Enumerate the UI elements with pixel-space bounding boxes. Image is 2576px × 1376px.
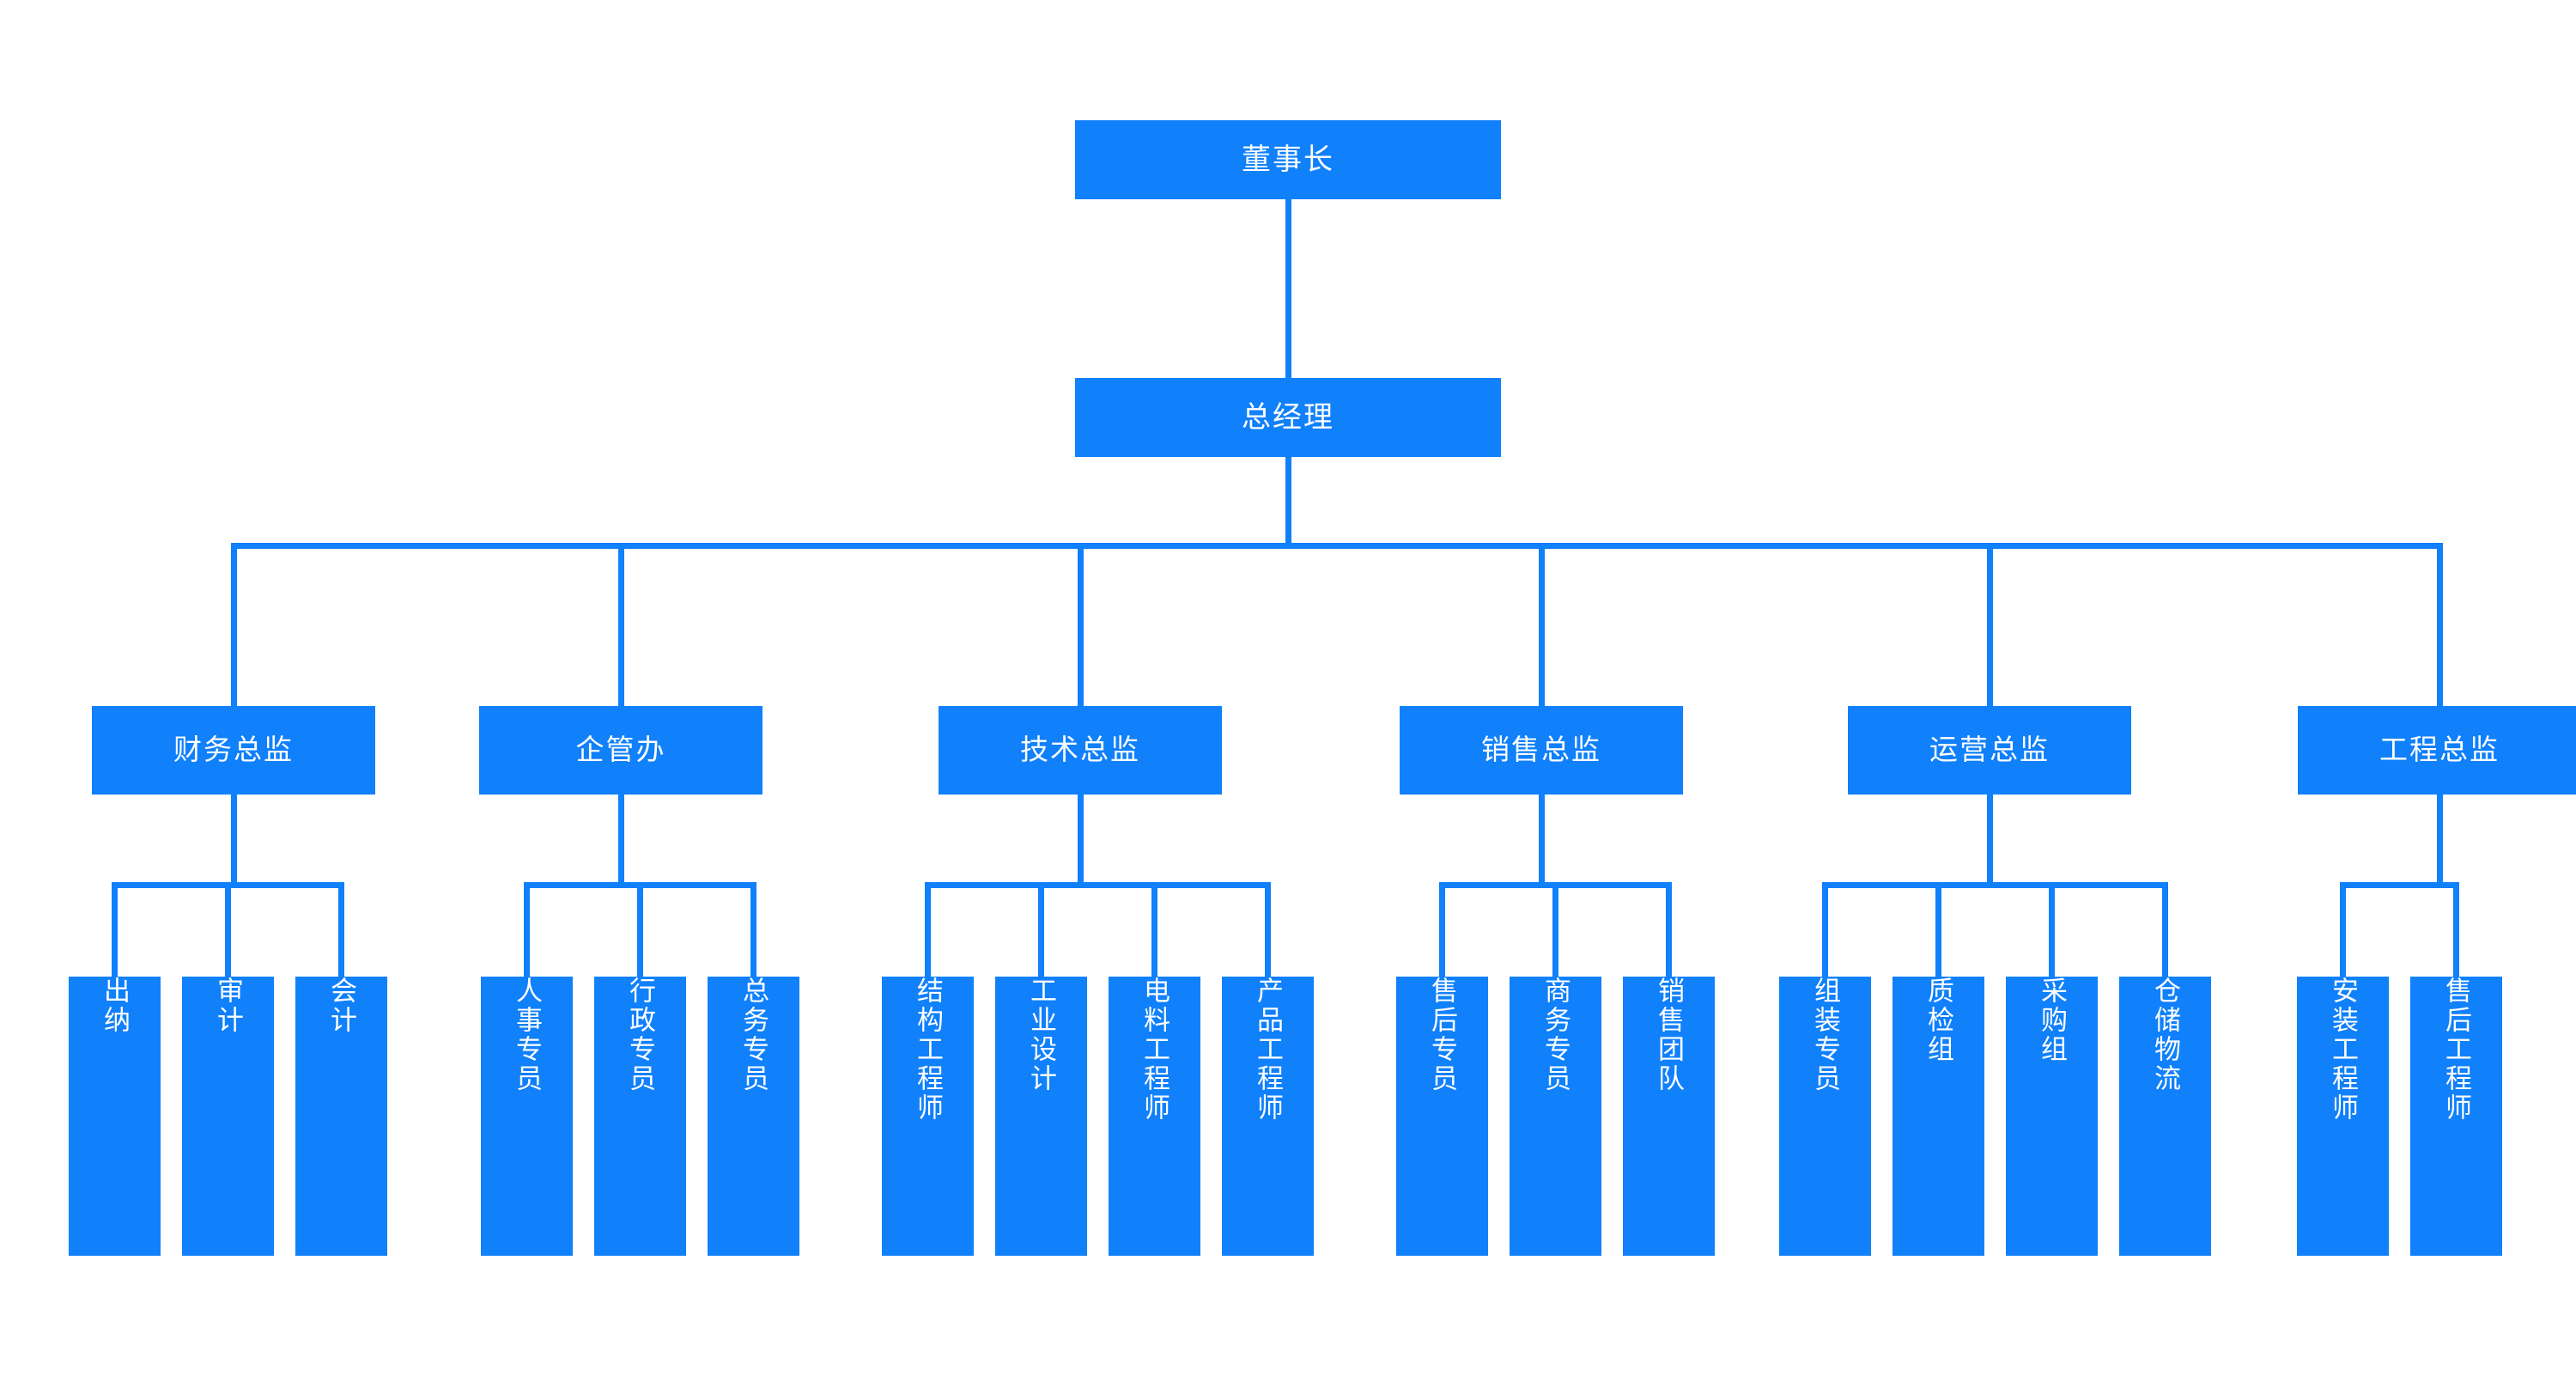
node-leaf-1-2-label: 总务专员: [738, 977, 769, 1094]
node-director-0-label: 财务总监: [173, 734, 294, 766]
connector-director-4-trunk: [1986, 795, 1993, 885]
node-leaf-0-1-label: 审计: [213, 977, 243, 1036]
connector-bus-to-leaf-3-0: [1439, 885, 1445, 977]
node-chairman[interactable]: 董事长: [1075, 120, 1501, 199]
node-director-2-label: 技术总监: [1020, 734, 1140, 766]
node-director-0[interactable]: 财务总监: [92, 706, 375, 795]
connector-bus-to-director-1: [617, 545, 624, 706]
connector-bus-to-director-0: [230, 545, 237, 706]
connector-director-1-trunk: [617, 795, 624, 885]
node-director-2[interactable]: 技术总监: [939, 706, 1222, 795]
connector-bus-to-leaf-4-2: [2049, 885, 2055, 977]
node-leaf-2-3[interactable]: 产品工程师: [1222, 977, 1314, 1256]
node-leaf-4-1-label: 质检组: [1923, 977, 1953, 1065]
node-leaf-2-2[interactable]: 电料工程师: [1109, 977, 1200, 1256]
connector-bus-to-leaf-2-1: [1038, 885, 1044, 977]
node-leaf-5-1-label: 售后工程师: [2441, 977, 2471, 1123]
node-leaf-3-1-label: 商务专员: [1540, 977, 1571, 1094]
node-director-1-label: 企管办: [575, 734, 666, 766]
connector-bus-to-director-3: [1538, 545, 1545, 706]
connector-director-3-trunk: [1538, 795, 1545, 885]
node-leaf-1-1[interactable]: 行政专员: [594, 977, 686, 1256]
node-director-5-label: 工程总监: [2379, 734, 2500, 766]
node-leaf-1-1-label: 行政专员: [625, 977, 655, 1094]
node-leaf-2-3-label: 产品工程师: [1253, 977, 1283, 1123]
connector-bus-to-leaf-5-1: [2453, 885, 2459, 977]
node-leaf-1-2[interactable]: 总务专员: [708, 977, 799, 1256]
node-leaf-3-2[interactable]: 销售团队: [1623, 977, 1715, 1256]
node-leaf-2-0[interactable]: 结构工程师: [882, 977, 974, 1256]
node-leaf-5-0[interactable]: 安装工程师: [2297, 977, 2389, 1256]
connector-bus-to-director-4: [1986, 545, 1993, 706]
node-leaf-4-3-label: 仓储物流: [2150, 977, 2180, 1094]
node-leaf-2-2-label: 电料工程师: [1139, 977, 1170, 1123]
node-leaf-1-0[interactable]: 人事专员: [481, 977, 573, 1256]
connector-bus-to-leaf-0-2: [338, 885, 344, 977]
node-general-manager[interactable]: 总经理: [1075, 378, 1501, 457]
connector-bus-to-director-5: [2436, 545, 2443, 706]
connector-director-2-trunk: [1077, 795, 1084, 885]
node-leaf-2-1[interactable]: 工业设计: [995, 977, 1087, 1256]
node-chairman-label: 董事长: [1241, 143, 1335, 176]
node-leaf-4-2[interactable]: 采购组: [2006, 977, 2098, 1256]
node-leaf-5-0-label: 安装工程师: [2328, 977, 2358, 1123]
node-leaf-0-0-label: 出纳: [100, 977, 130, 1036]
connector-bus-to-leaf-3-2: [1666, 885, 1672, 977]
node-leaf-4-0[interactable]: 组装专员: [1779, 977, 1871, 1256]
connector-bus-to-leaf-2-0: [925, 885, 931, 977]
connector-bus-to-leaf-1-2: [750, 885, 756, 977]
node-leaf-2-0-label: 结构工程师: [913, 977, 943, 1123]
connector-bus-group-4: [1822, 881, 2168, 888]
node-leaf-5-1[interactable]: 售后工程师: [2410, 977, 2502, 1256]
connector-chairman-to-gm: [1285, 199, 1291, 378]
node-leaf-4-0-label: 组装专员: [1810, 977, 1840, 1094]
node-leaf-0-2-label: 会计: [326, 977, 356, 1036]
node-leaf-0-2[interactable]: 会计: [295, 977, 387, 1256]
connector-bus-to-director-2: [1077, 545, 1084, 706]
connector-bus-group-2: [925, 881, 1271, 888]
node-director-4[interactable]: 运营总监: [1848, 706, 2131, 795]
node-leaf-3-2-label: 销售团队: [1654, 977, 1684, 1094]
node-leaf-0-0[interactable]: 出纳: [69, 977, 161, 1256]
node-leaf-2-1-label: 工业设计: [1026, 977, 1056, 1094]
connector-bus-to-leaf-5-0: [2340, 885, 2346, 977]
connector-bus-to-leaf-1-0: [524, 885, 530, 977]
connector-bus-to-leaf-0-0: [112, 885, 118, 977]
connector-bus-to-leaf-4-1: [1935, 885, 1941, 977]
node-director-3[interactable]: 销售总监: [1400, 706, 1683, 795]
connector-bus-to-leaf-0-1: [225, 885, 231, 977]
connector-gm-trunk: [1285, 457, 1291, 545]
node-director-5[interactable]: 工程总监: [2298, 706, 2576, 795]
connector-bus-group-5: [2340, 881, 2459, 888]
connector-bus-to-leaf-3-1: [1552, 885, 1558, 977]
connector-bus-to-leaf-1-1: [637, 885, 643, 977]
node-leaf-4-1[interactable]: 质检组: [1893, 977, 1984, 1256]
node-director-3-label: 销售总监: [1481, 734, 1601, 766]
connector-director-5-trunk: [2436, 795, 2443, 885]
node-leaf-1-0-label: 人事专员: [512, 977, 542, 1094]
node-leaf-3-1[interactable]: 商务专员: [1510, 977, 1601, 1256]
node-director-1[interactable]: 企管办: [479, 706, 762, 795]
connector-bus-to-leaf-4-0: [1822, 885, 1828, 977]
node-general-manager-label: 总经理: [1241, 400, 1335, 434]
node-leaf-4-2-label: 采购组: [2037, 977, 2067, 1065]
connector-bus-to-leaf-2-2: [1151, 885, 1157, 977]
connector-bus-directors: [230, 542, 2443, 549]
node-leaf-3-0[interactable]: 售后专员: [1396, 977, 1488, 1256]
connector-director-0-trunk: [230, 795, 237, 885]
node-leaf-4-3[interactable]: 仓储物流: [2119, 977, 2211, 1256]
connector-bus-to-leaf-4-3: [2162, 885, 2168, 977]
node-leaf-0-1[interactable]: 审计: [182, 977, 274, 1256]
connector-bus-to-leaf-2-3: [1265, 885, 1271, 977]
node-leaf-3-0-label: 售后专员: [1427, 977, 1457, 1094]
node-director-4-label: 运营总监: [1929, 734, 2050, 766]
